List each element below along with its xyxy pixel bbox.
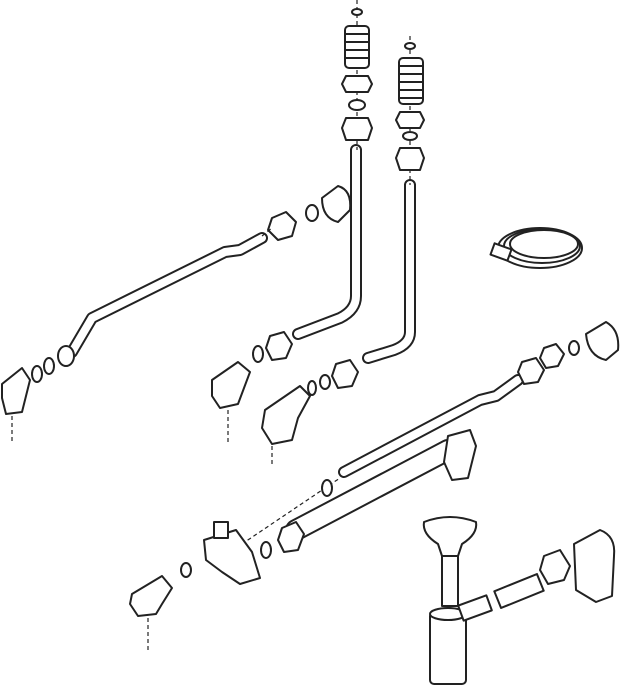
elbow-fitting — [1, 367, 31, 415]
funnel — [422, 516, 478, 557]
left-supply-pipe — [66, 232, 268, 358]
valve-handle — [213, 521, 229, 539]
right-supply-pipe — [338, 374, 524, 478]
washer — [31, 365, 43, 383]
washer — [307, 380, 317, 396]
elbow-fitting — [261, 385, 311, 445]
washer — [402, 131, 418, 141]
elbow-fitting — [573, 529, 616, 603]
valve-assembly — [129, 477, 341, 650]
nut — [57, 345, 75, 367]
angle-valve — [203, 529, 261, 585]
elbow-fitting — [585, 321, 620, 361]
washer — [568, 340, 580, 356]
nut — [395, 147, 425, 171]
cable-plug — [489, 242, 513, 262]
siphon-body — [429, 611, 467, 685]
washer — [252, 345, 264, 363]
elbow-fitting — [321, 185, 352, 223]
washer — [319, 374, 331, 390]
nut — [267, 211, 297, 241]
washer — [404, 42, 416, 50]
nut — [331, 359, 359, 389]
ferrule — [305, 204, 319, 222]
threaded-connector — [344, 25, 370, 69]
nut — [265, 331, 293, 361]
elbow-fitting — [129, 575, 173, 617]
washer — [321, 479, 333, 497]
elbow-fitting — [211, 361, 251, 409]
washer — [43, 357, 55, 375]
vertical-pipe-1-fittings — [211, 0, 373, 442]
coiled-cable — [489, 227, 583, 269]
vertical-pipe-1 — [292, 144, 362, 340]
vertical-pipe-2-fittings — [261, 36, 425, 466]
nut — [341, 75, 373, 93]
nut — [517, 357, 545, 385]
nut — [395, 111, 425, 129]
connector-pipe — [493, 573, 545, 609]
right-pipe-fittings — [517, 321, 620, 385]
drain-pipe — [285, 429, 477, 541]
siphon-arm — [457, 594, 493, 622]
nut — [277, 521, 305, 553]
siphon-assembly — [422, 516, 616, 685]
nut — [341, 117, 373, 141]
washer — [348, 99, 366, 111]
nut — [539, 343, 565, 369]
washer — [351, 8, 363, 16]
siphon-tube — [441, 555, 459, 607]
nut — [539, 549, 571, 585]
washer — [260, 541, 272, 559]
washer — [180, 562, 192, 578]
t-fitting — [443, 429, 477, 481]
vertical-pipe-2 — [362, 179, 416, 364]
left-pipe-fittings — [1, 185, 352, 442]
